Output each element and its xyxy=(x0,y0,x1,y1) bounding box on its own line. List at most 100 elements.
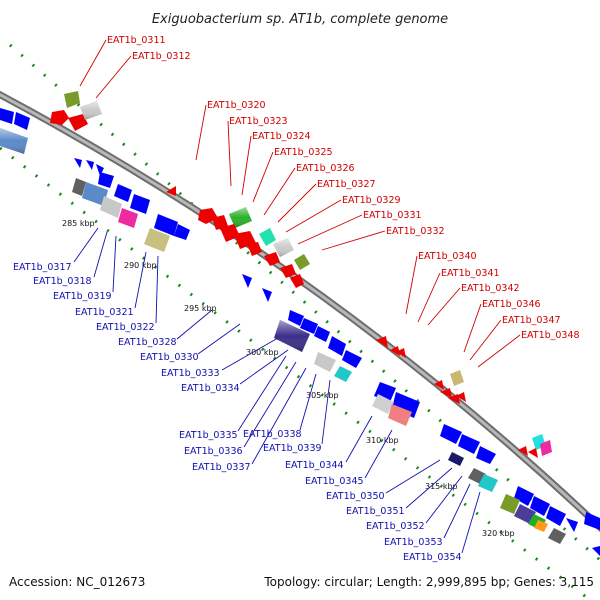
gene-reverse xyxy=(514,486,534,506)
scale-label: 320 kbp xyxy=(482,529,515,538)
gene-feature xyxy=(144,228,170,252)
gene-reverse xyxy=(476,446,496,464)
outer-tick-ring xyxy=(9,43,600,562)
gene-forward xyxy=(396,348,406,358)
gene-label: EAT1b_0344 xyxy=(285,460,344,471)
gene-label: EAT1b_0346 xyxy=(482,299,541,310)
gene-feature xyxy=(64,91,80,108)
gene-reverse xyxy=(546,506,566,526)
gene-reverse xyxy=(0,108,14,124)
forward-genes xyxy=(50,91,552,458)
gene-feature xyxy=(500,494,520,514)
gene-label: EAT1b_0339 xyxy=(263,443,322,454)
scale-labels: 285 kbp 290 kbp 295 kbp 300 kbp 305 kbp … xyxy=(62,219,515,538)
gene-forward xyxy=(290,274,304,288)
gene-label: EAT1b_0352 xyxy=(366,521,425,532)
scale-label: 300 kbp xyxy=(246,348,279,357)
gene-label: EAT1b_0335 xyxy=(179,430,238,441)
gene-reverse xyxy=(566,518,578,532)
gene-label: EAT1b_0325 xyxy=(274,147,333,158)
gene-label: EAT1b_0347 xyxy=(502,315,561,326)
gene-reverse xyxy=(174,224,190,240)
scale-label: 285 kbp xyxy=(62,219,95,228)
gene-forward xyxy=(434,380,444,390)
gene-forward xyxy=(264,252,280,266)
gene-label: EAT1b_0348 xyxy=(521,330,580,341)
map-title: Exiguobacterium sp. AT1b, complete genom… xyxy=(152,12,448,27)
gene-forward xyxy=(280,264,296,278)
gene-label: EAT1b_0341 xyxy=(441,268,500,279)
gene-label: EAT1b_0323 xyxy=(229,116,288,127)
gene-label: EAT1b_0345 xyxy=(305,476,364,487)
gene-feature xyxy=(388,404,412,426)
scale-label: 305 kbp xyxy=(306,391,339,400)
gene-label: EAT1b_0311 xyxy=(107,35,166,46)
gene-label: EAT1b_0332 xyxy=(386,226,445,237)
gene-label: EAT1b_0353 xyxy=(384,537,443,548)
gene-forward xyxy=(440,388,452,398)
gene-forward xyxy=(390,346,400,356)
gene-feature xyxy=(548,528,566,544)
gene-feature xyxy=(334,366,352,382)
gene-forward xyxy=(528,448,538,458)
gene-label: EAT1b_0327 xyxy=(317,179,376,190)
gene-feature xyxy=(478,474,498,492)
gene-reverse xyxy=(96,164,104,176)
gene-label: EAT1b_0329 xyxy=(342,195,401,206)
gene-reverse xyxy=(130,194,150,214)
gene-reverse xyxy=(288,310,304,326)
gene-forward xyxy=(166,186,176,196)
gene-feature xyxy=(540,440,552,456)
gene-forward xyxy=(247,242,262,256)
gene-label: EAT1b_0331 xyxy=(363,210,422,221)
gene-label: EAT1b_0354 xyxy=(403,552,462,563)
gene-reverse xyxy=(440,424,462,444)
gene-label: EAT1b_0336 xyxy=(184,446,243,457)
gene-reverse xyxy=(14,112,30,130)
gene-label: EAT1b_0330 xyxy=(140,352,199,363)
gene-reverse xyxy=(300,318,318,334)
gene-label: EAT1b_0317 xyxy=(13,262,72,273)
reverse-gene-label-text: EAT1b_0317 EAT1b_0318 EAT1b_0319 EAT1b_0… xyxy=(13,262,462,563)
gene-label: EAT1b_0328 xyxy=(118,337,177,348)
gene-forward xyxy=(220,224,240,242)
gene-reverse xyxy=(592,546,600,556)
gene-label: EAT1b_0321 xyxy=(75,307,134,318)
gene-label: EAT1b_0324 xyxy=(252,131,311,142)
gene-feature xyxy=(314,352,336,372)
gene-feature xyxy=(534,520,548,532)
gene-forward xyxy=(50,110,69,125)
gene-reverse xyxy=(262,288,272,302)
gene-label: EAT1b_0333 xyxy=(161,368,220,379)
gene-forward xyxy=(68,114,88,131)
gene-reverse xyxy=(74,158,82,168)
gene-feature xyxy=(450,370,464,386)
scale-label: 315 kbp xyxy=(425,482,458,491)
gene-label: EAT1b_0322 xyxy=(96,322,155,333)
gene-feature xyxy=(514,504,536,524)
gene-label: EAT1b_0342 xyxy=(461,283,520,294)
gene-reverse xyxy=(114,184,132,202)
gene-reverse xyxy=(242,274,252,288)
gene-reverse xyxy=(584,512,600,530)
gene-reverse xyxy=(458,434,480,454)
gene-reverse xyxy=(530,496,550,516)
gene-label: EAT1b_0350 xyxy=(326,491,385,502)
gene-reverse xyxy=(342,350,362,368)
gene-forward xyxy=(456,392,466,402)
forward-gene-labels xyxy=(79,39,521,368)
gene-reverse xyxy=(98,172,114,188)
gene-reverse xyxy=(86,160,94,170)
gene-feature xyxy=(372,394,394,414)
accession-text: Accession: NC_012673 xyxy=(9,575,145,589)
gene-forward xyxy=(376,336,388,348)
gene-feature xyxy=(259,228,276,246)
gene-forward xyxy=(518,446,528,456)
gene-feature xyxy=(118,208,138,228)
gene-label: EAT1b_0326 xyxy=(296,163,355,174)
gene-reverse xyxy=(328,336,346,356)
gene-label: EAT1b_0351 xyxy=(346,506,405,517)
gene-reverse xyxy=(154,214,178,236)
